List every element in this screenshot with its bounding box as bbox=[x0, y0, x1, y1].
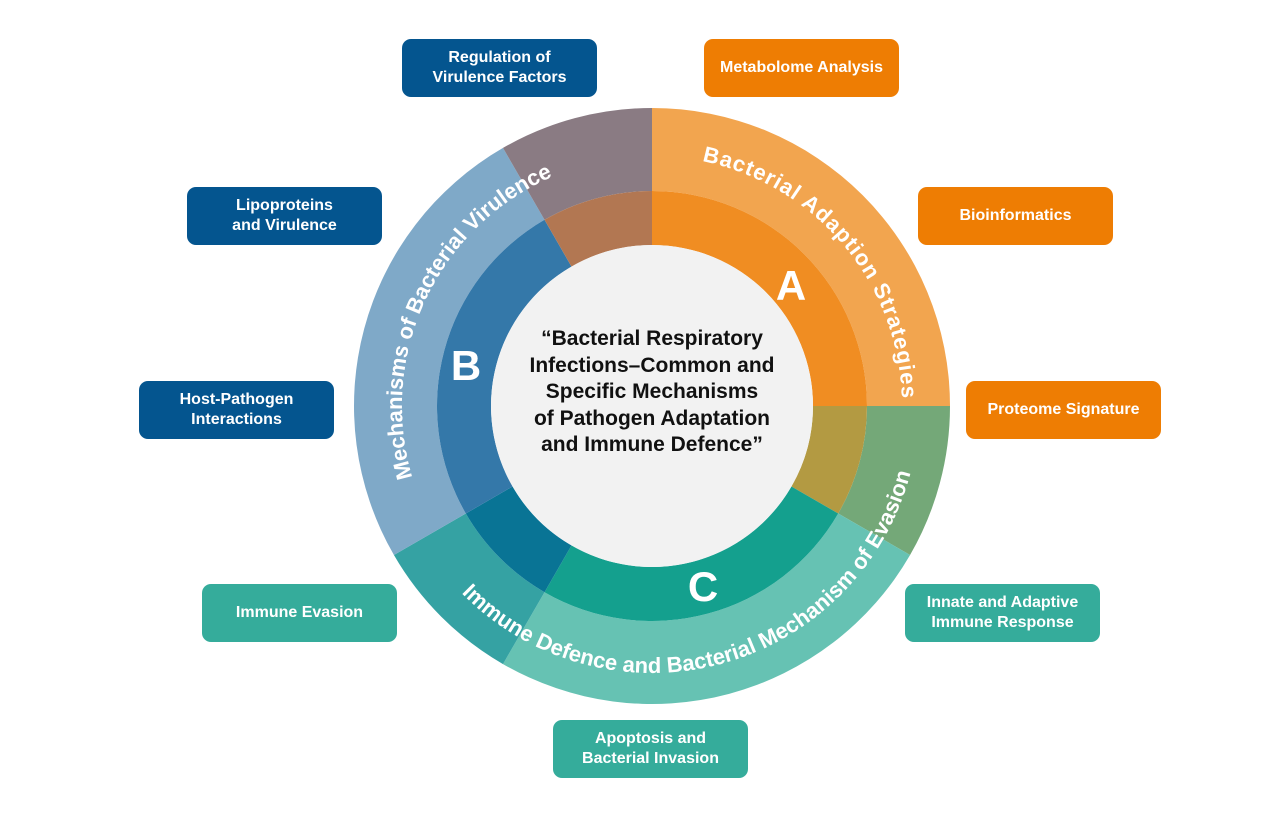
segment-a-inner bbox=[652, 191, 867, 406]
topic-regulation-of-virulence-factors: Regulation of Virulence Factors bbox=[402, 39, 597, 97]
segment-overlap-ab-outer bbox=[503, 108, 652, 220]
topic-immune-evasion: Immune Evasion bbox=[202, 584, 397, 642]
section-letter-b: B bbox=[451, 342, 481, 389]
section-letter-c: C bbox=[688, 563, 718, 610]
center-circle bbox=[491, 245, 813, 567]
segment-c-outer bbox=[503, 513, 911, 704]
segment-b-outer bbox=[353, 147, 545, 555]
topic-proteome-signature: Proteome Signature bbox=[966, 381, 1161, 439]
topic-lipoproteins-and-virulence: Lipoproteins and Virulence bbox=[187, 187, 382, 245]
segment-overlap-bc-outer bbox=[393, 513, 545, 665]
segment-a-outer bbox=[652, 108, 950, 406]
segment-overlap-ac-outer bbox=[838, 406, 950, 555]
section-letter-a: A bbox=[776, 262, 806, 309]
segment-c-inner bbox=[544, 486, 839, 621]
topic-bioinformatics: Bioinformatics bbox=[918, 187, 1113, 245]
center-title: “Bacterial Respiratory Infections–Common… bbox=[529, 327, 775, 456]
topic-innate-and-adaptive-immune-response: Innate and Adaptive Immune Response bbox=[905, 584, 1100, 642]
segment-b-inner bbox=[436, 219, 572, 514]
segment-overlap-ac-inner bbox=[791, 406, 867, 514]
topic-host-pathogen-interactions: Host-Pathogen Interactions bbox=[139, 381, 334, 439]
segment-overlap-ab-inner bbox=[544, 191, 652, 267]
topic-metabolome-analysis: Metabolome Analysis bbox=[704, 39, 899, 97]
topic-apoptosis-and-bacterial-invasion: Apoptosis and Bacterial Invasion bbox=[553, 720, 748, 778]
segment-overlap-bc-inner bbox=[465, 486, 572, 593]
